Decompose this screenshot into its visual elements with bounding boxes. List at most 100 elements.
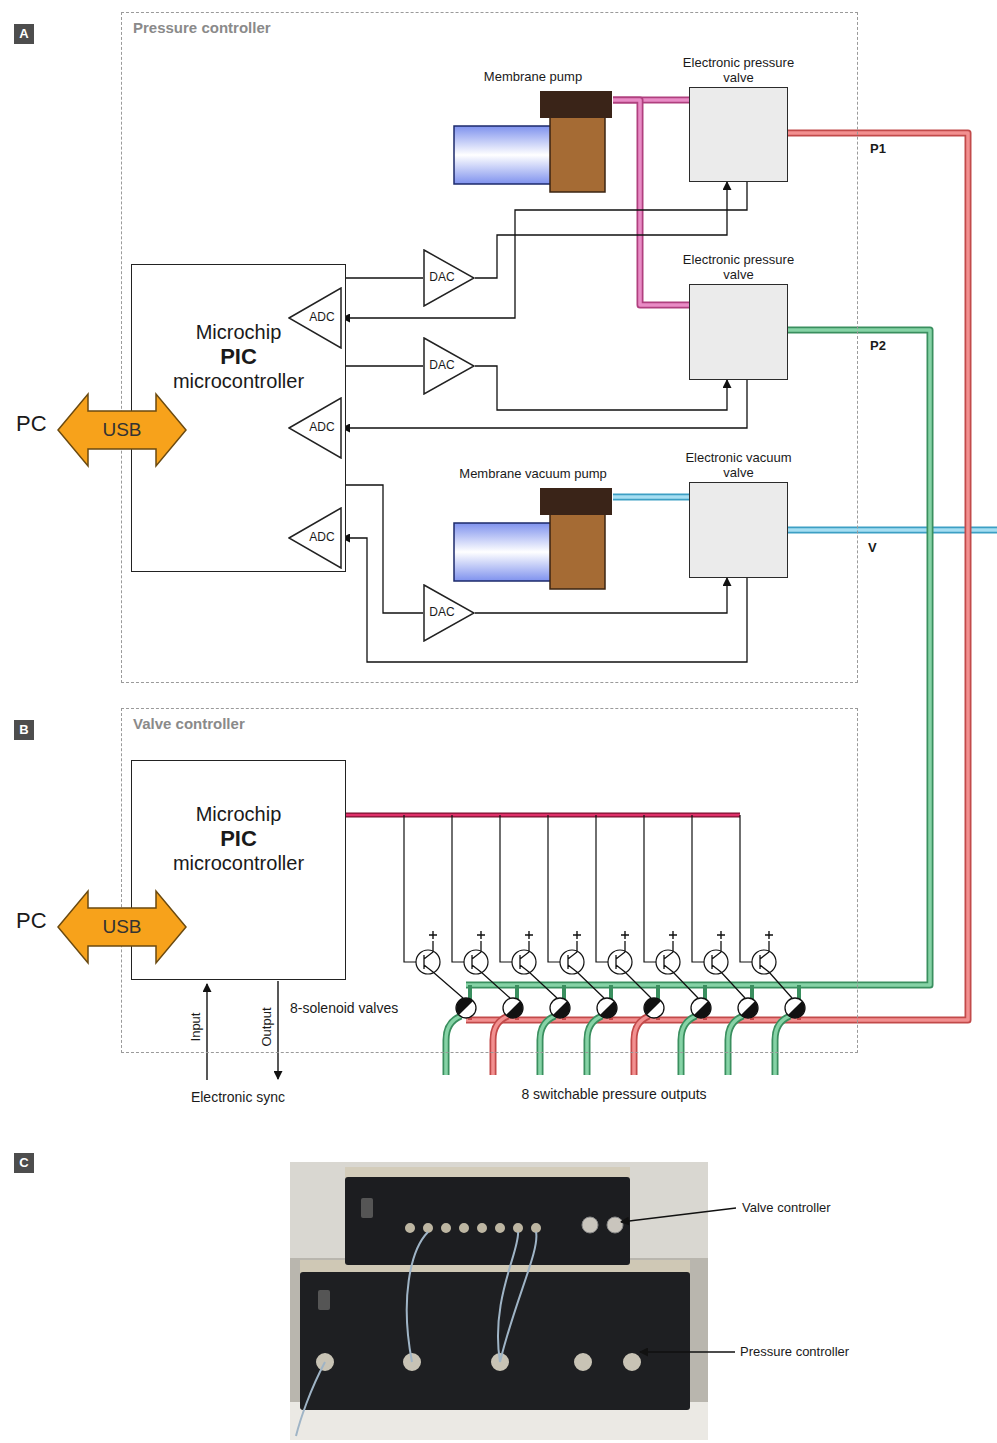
valve-label: Electronic pressure valve bbox=[676, 55, 801, 85]
usb-node: USB bbox=[57, 393, 187, 467]
converter-label: ADC bbox=[302, 420, 342, 435]
tril-node: ADC bbox=[288, 287, 342, 349]
transistor-symbol bbox=[512, 950, 536, 974]
annotation-label: Electronic sync bbox=[191, 1089, 285, 1105]
converter-label: DAC bbox=[423, 358, 461, 373]
transistor-symbol bbox=[704, 950, 728, 974]
converter-label: DAC bbox=[423, 605, 461, 620]
photo-background bbox=[290, 1162, 708, 1440]
dac-outline bbox=[424, 585, 474, 641]
panel-title: Valve controller bbox=[133, 715, 245, 732]
tube-core bbox=[788, 330, 930, 985]
photo-tubes bbox=[296, 1232, 536, 1436]
output-tubes-red-core bbox=[493, 1016, 649, 1075]
trir-node: DAC bbox=[423, 337, 475, 395]
microcontroller-label: PIC bbox=[132, 826, 345, 852]
pump-label: Membrane pump bbox=[484, 69, 582, 84]
tube-core bbox=[613, 100, 689, 305]
pump-illustration bbox=[453, 90, 613, 193]
pressure-outlet-fittings bbox=[325, 1353, 632, 1371]
leader-arrow bbox=[621, 1208, 736, 1222]
trir-node: DAC bbox=[423, 584, 475, 642]
signal-bus bbox=[346, 813, 740, 818]
dac-outline bbox=[424, 250, 474, 306]
badge-node: B bbox=[14, 720, 34, 740]
valve-label: Electronic pressure valve bbox=[676, 252, 801, 282]
valve-outlet-connectors bbox=[410, 1223, 536, 1233]
annotation-label: Valve controller bbox=[742, 1200, 831, 1216]
usb-arrow-shape bbox=[58, 891, 186, 963]
valve-node: Electronic pressure valve bbox=[689, 284, 788, 380]
usb-arrow-shape bbox=[58, 394, 186, 466]
power-switch bbox=[318, 1290, 330, 1310]
pressure-controller-case bbox=[300, 1272, 690, 1410]
annotation-label: V bbox=[868, 540, 877, 556]
tube-wall bbox=[613, 100, 689, 305]
tube-core bbox=[613, 495, 689, 499]
annotation-label: 8-solenoid valves bbox=[290, 1000, 398, 1016]
valve-heading: Electronic pressure valve bbox=[676, 55, 801, 85]
annotation-label: PC bbox=[16, 416, 47, 432]
panel-letter: B bbox=[14, 720, 34, 740]
bnc-connector bbox=[582, 1217, 598, 1233]
usb-label: USB bbox=[57, 418, 187, 442]
transistor-symbol bbox=[416, 950, 440, 974]
output-tubes-red bbox=[493, 1016, 649, 1075]
converter-label: ADC bbox=[302, 310, 342, 325]
line-label: P2 bbox=[868, 338, 888, 353]
tril-node: ADC bbox=[288, 397, 342, 459]
transistor-symbol bbox=[464, 950, 488, 974]
motor-cylinder bbox=[454, 523, 551, 581]
pump-illustration bbox=[453, 487, 613, 590]
microcontroller-label: microcontroller bbox=[132, 852, 345, 875]
motor-cylinder bbox=[454, 126, 551, 184]
valve-controller-top bbox=[345, 1167, 630, 1178]
signal-wire bbox=[342, 380, 747, 428]
annotation-label: Pressure controller bbox=[740, 1344, 849, 1360]
pump-node: Membrane pump bbox=[453, 90, 613, 193]
panel-title: Pressure controller bbox=[133, 19, 271, 36]
pressure-tube bbox=[613, 497, 689, 498]
p2-supply-stubs bbox=[470, 985, 799, 999]
annotation-label: Input bbox=[188, 1013, 204, 1042]
sync-input-arrow bbox=[206, 984, 207, 1080]
signal-wire bbox=[346, 365, 423, 366]
tube-wall bbox=[788, 330, 930, 985]
valve-heading: Electronic vacuum valve bbox=[676, 450, 801, 480]
pressure-tube bbox=[788, 330, 930, 985]
pump-label: Membrane vacuum pump bbox=[459, 466, 606, 481]
converter-label: ADC bbox=[302, 530, 342, 545]
pump-node: Membrane vacuum pump bbox=[453, 487, 613, 590]
annotation-label: PC bbox=[16, 913, 47, 929]
pressure-tube bbox=[613, 100, 689, 305]
signal-wire bbox=[346, 277, 423, 278]
tril-node: ADC bbox=[288, 507, 342, 569]
signal-wire bbox=[346, 485, 423, 613]
pressure-tube bbox=[788, 133, 968, 1020]
valve-controller-case bbox=[345, 1177, 630, 1265]
sync-output-arrow bbox=[277, 981, 278, 1079]
dac-outline bbox=[424, 338, 474, 394]
badge-node: C bbox=[14, 1153, 34, 1173]
usb-label: USB bbox=[57, 915, 187, 939]
valve-node: Electronic vacuum valve bbox=[689, 482, 788, 578]
panel-letter: A bbox=[14, 24, 34, 44]
valve-label: Electronic vacuum valve bbox=[676, 450, 801, 480]
pump-head bbox=[540, 488, 612, 515]
line-label: P1 bbox=[868, 141, 888, 156]
pump-body bbox=[550, 110, 605, 192]
tube-wall bbox=[788, 133, 968, 1020]
annotation-label: 8 switchable pressure outputs bbox=[521, 1086, 706, 1102]
output-tubes-green-core bbox=[446, 1016, 790, 1075]
adc-outline bbox=[289, 288, 341, 348]
microcontroller-label: PIC bbox=[132, 344, 345, 370]
signal-bus-core bbox=[346, 814, 740, 817]
output-tubes-green bbox=[446, 1016, 790, 1075]
usb-node: USB bbox=[57, 890, 187, 964]
trir-node: DAC bbox=[423, 249, 475, 307]
power-switch bbox=[361, 1198, 373, 1218]
transistor-symbol bbox=[560, 950, 584, 974]
valve-node: Electronic pressure valve bbox=[689, 87, 788, 182]
panel-letter: C bbox=[14, 1153, 34, 1173]
